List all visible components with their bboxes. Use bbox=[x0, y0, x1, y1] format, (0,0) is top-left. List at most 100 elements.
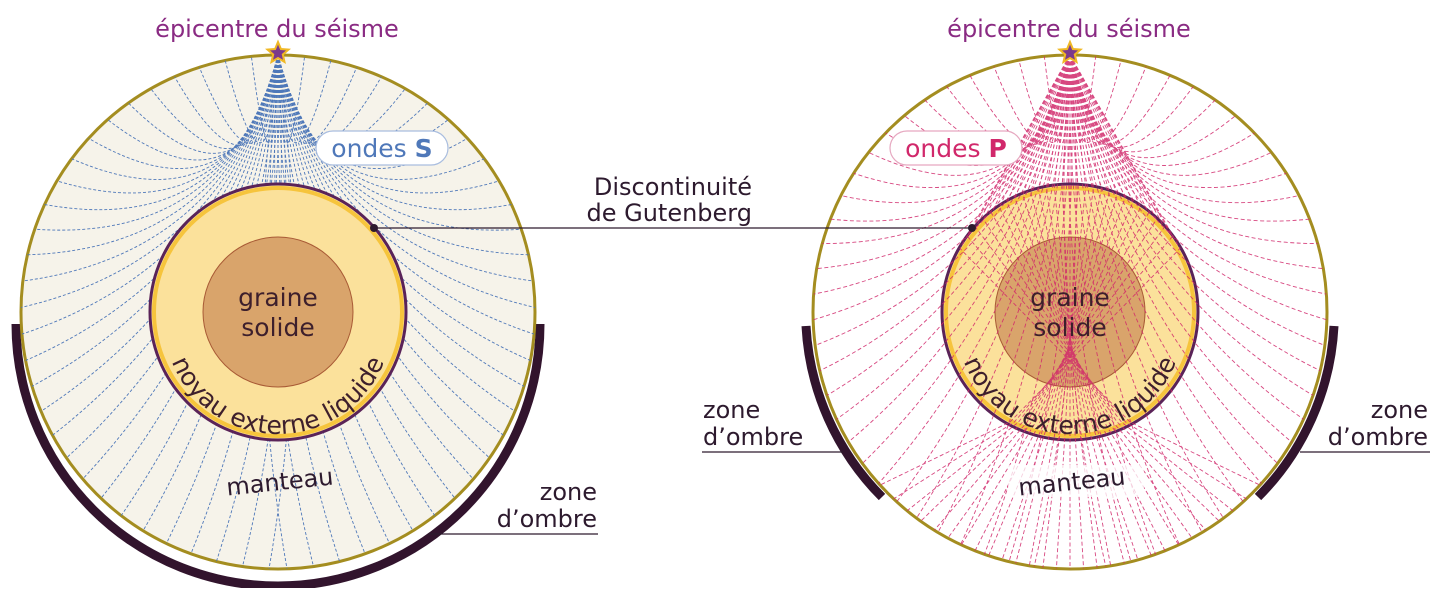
epicenter-label-left: épicentre du séisme bbox=[155, 15, 399, 43]
p-wave-ray bbox=[1069, 55, 1171, 145]
s-wave-ray bbox=[198, 55, 279, 144]
p-wave-core-ray bbox=[933, 55, 1150, 531]
p-wave-ray bbox=[1008, 55, 1073, 562]
p-wave-ray bbox=[896, 55, 1071, 503]
p-wave-ray bbox=[1069, 55, 1287, 188]
p-wave-core-ray bbox=[1030, 55, 1139, 561]
s-wave-ray bbox=[88, 55, 279, 170]
s-wave-ray bbox=[250, 55, 279, 144]
core-boundary-left bbox=[148, 182, 408, 442]
s-wave-ray bbox=[56, 55, 279, 194]
p-wave-ray bbox=[1067, 55, 1132, 562]
p-wave-ray bbox=[816, 55, 1071, 270]
wave-badge-text-left: ondes S bbox=[331, 134, 432, 163]
p-wave-ray bbox=[1069, 55, 1278, 464]
shadow-label-line2-left: d’ombre bbox=[497, 505, 597, 533]
p-wave-ray bbox=[822, 55, 1071, 244]
shadow-label-line2-right-left: d’ombre bbox=[703, 423, 803, 451]
gutenberg-label-line2: de Gutenberg bbox=[586, 199, 752, 227]
epicenter-star-right bbox=[1057, 39, 1083, 64]
p-wave-ray bbox=[1069, 55, 1097, 144]
shadow-label-line1-left: zone bbox=[540, 478, 597, 506]
p-wave-ray bbox=[1069, 55, 1304, 420]
shadow-zone-arc-right-right bbox=[1254, 325, 1339, 501]
gutenberg-dot-right bbox=[968, 224, 976, 232]
shadow-label-line1-right-right: zone bbox=[1371, 396, 1428, 424]
wave-badge-right bbox=[889, 130, 1023, 166]
p-wave-core-ray bbox=[920, 55, 1157, 522]
s-wave-ray bbox=[142, 55, 279, 531]
p-wave-ray bbox=[862, 55, 1071, 464]
s-wave-ray bbox=[174, 55, 279, 146]
p-wave-core-ray bbox=[998, 55, 1193, 539]
p-wave-core-ray bbox=[1001, 55, 1110, 561]
p-wave-core-ray bbox=[1006, 55, 1179, 546]
p-wave-core-ray bbox=[961, 55, 1134, 546]
p-wave-ray bbox=[1069, 55, 1327, 321]
gutenberg-label-line1: Discontinuité bbox=[594, 173, 752, 201]
s-wave-ray bbox=[224, 55, 279, 144]
right-earth: graine solide noyau externe liquide mant… bbox=[702, 15, 1430, 571]
s-wave-ray bbox=[107, 55, 279, 161]
p-wave-core-ray bbox=[1061, 55, 1085, 569]
p-wave-core-ray bbox=[975, 55, 1234, 512]
p-wave-core-ray bbox=[1055, 55, 1079, 569]
inner-core-line2-right: solide bbox=[1033, 313, 1106, 342]
p-wave-ray bbox=[1069, 55, 1324, 270]
p-wave-ray bbox=[1069, 55, 1318, 244]
s-wave-ray bbox=[31, 55, 279, 387]
s-wave-ray bbox=[277, 55, 525, 387]
s-wave-ray bbox=[150, 55, 279, 149]
s-wave-ray bbox=[34, 55, 279, 231]
p-wave-core-ray bbox=[990, 55, 1207, 531]
shadow-label-line1-right-left: zone bbox=[703, 396, 760, 424]
p-wave-ray bbox=[1069, 55, 1262, 484]
p-wave-ray bbox=[1069, 55, 1122, 143]
p-wave-ray bbox=[853, 55, 1071, 188]
p-wave-ray bbox=[1069, 55, 1203, 533]
gutenberg-callout: Discontinuité de Gutenberg bbox=[370, 173, 976, 232]
mantle-label-backdrop-right bbox=[1008, 465, 1144, 497]
p-wave-core-ray bbox=[983, 55, 1220, 522]
epicenter-label-right: épicentre du séisme bbox=[947, 15, 1191, 43]
p-wave-ray bbox=[1043, 55, 1071, 144]
p-wave-ray bbox=[826, 55, 1071, 396]
p-wave-ray bbox=[868, 55, 1071, 176]
wave-badge-letter-right: P bbox=[989, 134, 1007, 163]
p-wave-core-ray bbox=[893, 55, 1173, 500]
gutenberg-dot-left bbox=[370, 224, 378, 232]
p-wave-core-ray bbox=[974, 55, 1126, 552]
inner-core-line1-left: graine bbox=[238, 283, 318, 312]
p-wave-ray bbox=[1069, 55, 1244, 503]
p-wave-core-ray bbox=[947, 55, 1142, 539]
p-wave-core-ray bbox=[906, 55, 1165, 512]
inner-core-line2-left: solide bbox=[241, 313, 314, 342]
shadow-zone-arc-right-left bbox=[801, 325, 886, 501]
p-wave-ray bbox=[969, 55, 1071, 145]
p-wave-core-ray bbox=[879, 55, 1181, 486]
shadow-zone-arc-left bbox=[11, 323, 545, 591]
shadow-label-line2-right-right: d’ombre bbox=[1328, 423, 1428, 451]
wave-badge-letter-left: S bbox=[415, 134, 433, 163]
p-wave-ray bbox=[1069, 55, 1224, 519]
wave-badge-text-right: ondes P bbox=[905, 134, 1007, 163]
s-wave-ray bbox=[277, 55, 306, 144]
wave-badge-left bbox=[315, 130, 449, 166]
s-wave-ray bbox=[277, 55, 535, 335]
s-wave-ray bbox=[277, 55, 534, 282]
wave-badge-prefix-left: ondes bbox=[331, 134, 414, 163]
wave-badge-prefix-right: ondes bbox=[905, 134, 988, 163]
outer-core-rim-left bbox=[152, 186, 404, 438]
s-wave-ray bbox=[277, 55, 382, 146]
inner-core-left bbox=[202, 236, 354, 388]
inner-core-line1-right: graine bbox=[1030, 283, 1110, 312]
p-wave-ray bbox=[1069, 55, 1314, 396]
s-wave-ray bbox=[277, 55, 414, 531]
p-wave-ray bbox=[937, 55, 1071, 533]
p-wave-ray bbox=[1018, 55, 1071, 143]
epicenter-star-left bbox=[265, 39, 291, 64]
left-earth: graine solide noyau externe liquide mant… bbox=[11, 15, 598, 591]
s-wave-ray bbox=[277, 55, 529, 256]
